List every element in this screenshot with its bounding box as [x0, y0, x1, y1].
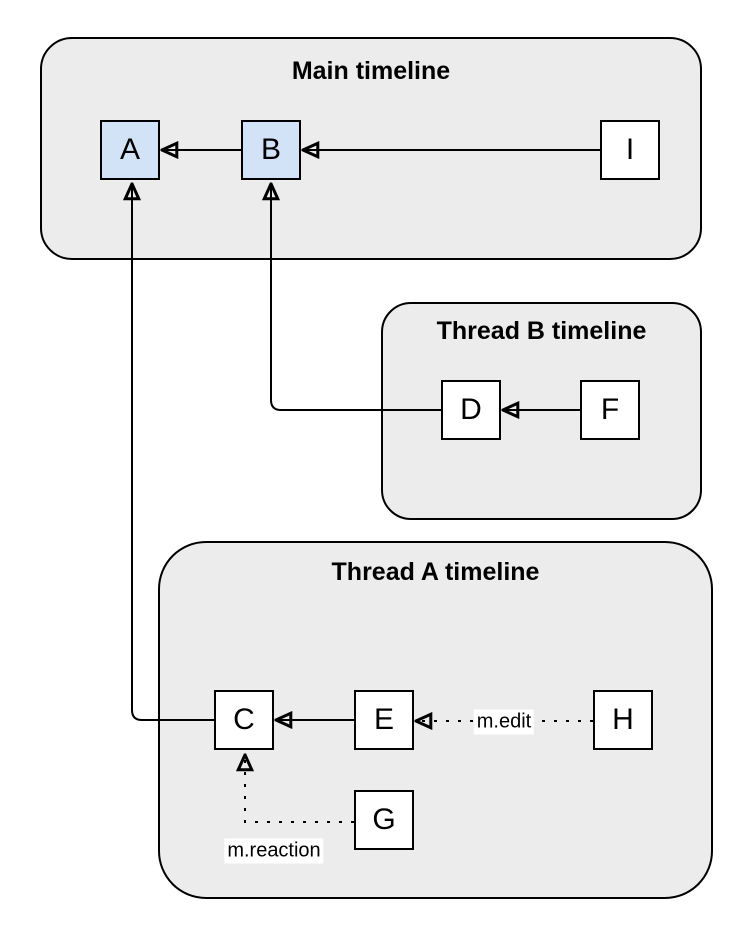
node-b-label: B [260, 133, 281, 166]
node-c-label: C [233, 703, 255, 736]
node-a: A [100, 120, 160, 180]
node-g: G [354, 790, 414, 850]
node-d-label: D [460, 393, 482, 426]
edge-c-to-a [132, 185, 214, 721]
node-e: E [354, 690, 414, 750]
node-e-label: E [373, 703, 394, 736]
node-d: D [441, 380, 501, 440]
node-h: H [593, 690, 653, 750]
thread-a-timeline-title: Thread A timeline [331, 558, 540, 586]
edge-g-to-c [245, 756, 354, 823]
node-h-label: H [612, 703, 634, 736]
node-g-label: G [372, 803, 396, 836]
main-timeline-title: Main timeline [291, 57, 451, 85]
node-i: I [600, 120, 660, 180]
node-c: C [214, 690, 274, 750]
node-b: B [241, 120, 301, 180]
edge-d-to-b [271, 185, 441, 411]
node-i-label: I [625, 133, 635, 166]
node-a-label: A [119, 133, 140, 166]
thread-b-timeline-title: Thread B timeline [436, 317, 647, 345]
edge-label-m-edit: m.edit [473, 709, 535, 735]
node-f: F [580, 380, 640, 440]
edge-label-m-reaction: m.reaction [224, 838, 324, 864]
node-f-label: F [600, 393, 620, 426]
